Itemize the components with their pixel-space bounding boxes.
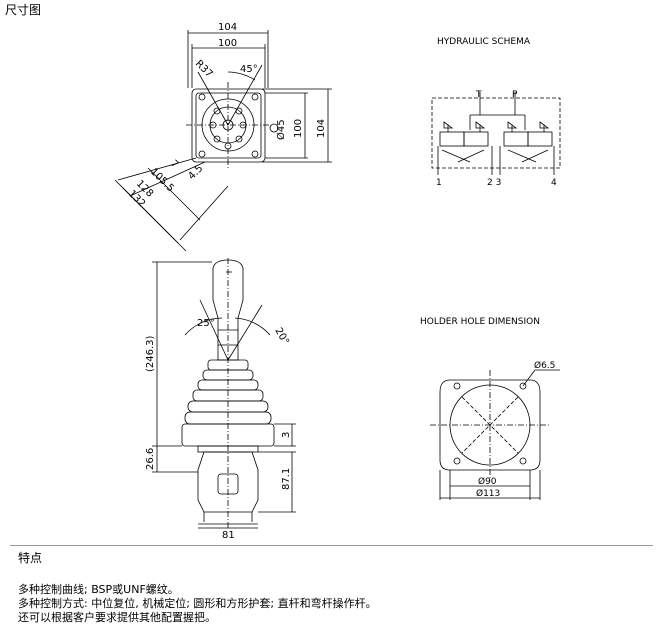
dim-r37: R37 (193, 58, 215, 80)
features-title: 特点 (18, 551, 43, 565)
dim-246: (246.3) (145, 335, 156, 372)
hydraulic-title: HYDRAULIC SCHEMA (437, 37, 531, 47)
dim-104-top: 104 (218, 22, 237, 33)
dim-d45: Ø45 (275, 119, 287, 140)
holder-title: HOLDER HOLE DIMENSION (420, 317, 540, 327)
holder-hole (430, 369, 560, 500)
dim-4-5: 4.5 (186, 163, 205, 182)
port-4-label: 4 (551, 178, 557, 188)
feature-line-1: 多种控制曲线; BSP或UNF螺纹。 (18, 583, 179, 596)
port-1-label: 1 (436, 178, 442, 188)
dim-45deg: 45° (240, 64, 258, 75)
feature-line-2: 多种控制方式: 中位复位, 机械定位; 圆形和方形护套; 直杆和弯杆操作杆。 (18, 597, 377, 610)
dim-d90: Ø90 (478, 476, 497, 487)
dim-104-right: 104 (316, 119, 327, 138)
dim-d113: Ø113 (476, 488, 500, 499)
dimension-title: 尺寸图 (5, 3, 42, 17)
feature-line-3: 还可以根据客户要求提供其他配置握把。 (18, 611, 216, 624)
dim-100-top: 100 (218, 38, 237, 49)
dim-20deg: 20° (272, 326, 290, 347)
dim-3: 3 (281, 432, 292, 438)
port-23-label: 2 3 (487, 178, 501, 188)
port-t-label: T (475, 90, 482, 100)
dim-7: 7 (168, 158, 180, 170)
dim-25deg: 25° (197, 318, 215, 329)
technical-drawing: HYDRAULIC SCHEMA HOLDER HOLE DIMENSION T… (114, 22, 561, 540)
dim-26-6: 26.6 (145, 448, 156, 470)
top-view (114, 30, 332, 252)
dim-d6-5: Ø6.5 (534, 360, 555, 371)
side-view (152, 258, 296, 530)
dim-100-right: 100 (293, 119, 304, 138)
section-divider (10, 545, 653, 546)
dim-87-1: 87.1 (281, 468, 292, 490)
hydraulic-schema (431, 92, 561, 175)
port-p-label: P (512, 90, 518, 100)
dim-81: 81 (222, 530, 235, 540)
